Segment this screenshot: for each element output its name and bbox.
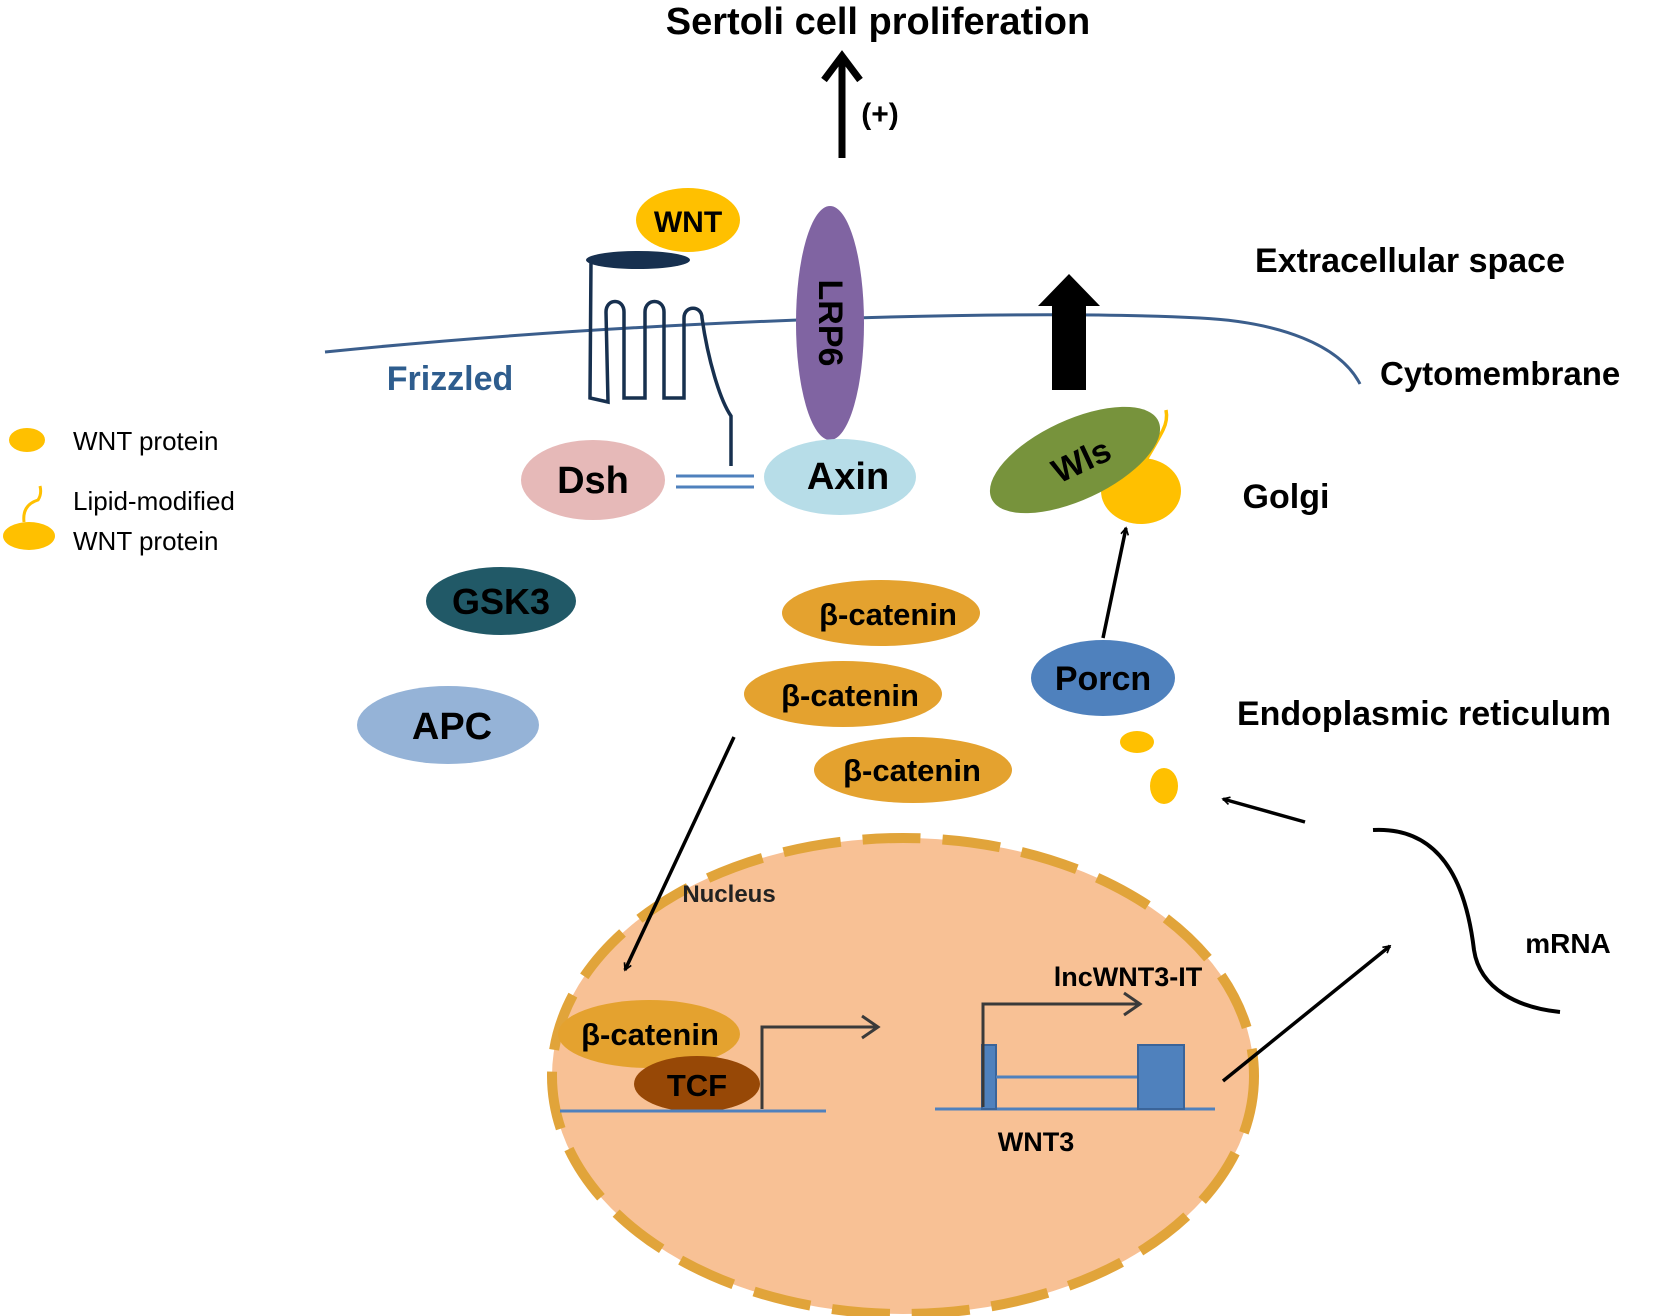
label-mrna: mRNA	[1525, 928, 1611, 959]
wnt-label: WNT	[654, 206, 722, 239]
frizzled-receptor	[586, 251, 733, 466]
proliferation-arrow	[821, 50, 863, 158]
beta-catenin-label-1: β-catenin	[819, 597, 957, 632]
beta-catenin-ellipse-3	[814, 737, 1012, 803]
porcn-ellipse	[1031, 640, 1175, 716]
wnt3-exon-2	[1137, 1044, 1185, 1110]
gsk3-ellipse	[426, 567, 576, 635]
transcription-arrow-left	[760, 1014, 881, 1109]
wnt-protein-dot-2	[1150, 768, 1178, 804]
label-golgi: Golgi	[1243, 478, 1330, 516]
cytomembrane-line	[324, 313, 1362, 385]
legend: WNT protein Lipid-modified WNT protein	[3, 426, 235, 556]
apc-label: APC	[412, 706, 492, 748]
nucleus	[547, 833, 1259, 1316]
nuclear-beta-catenin-ellipse	[558, 1000, 740, 1068]
wnt-protein-dot-1	[1120, 731, 1154, 753]
dsh-label: Dsh	[557, 460, 629, 502]
porcn-to-golgi-arrow	[1101, 528, 1126, 639]
dsh-axin-link	[676, 474, 754, 489]
dsh-ellipse	[521, 440, 665, 520]
mrna-strand	[1372, 827, 1561, 1014]
legend-lipid-label-line2: WNT protein	[73, 526, 218, 556]
legend-wnt-protein-icon	[9, 428, 45, 452]
lrp6-label: LRP6	[811, 280, 849, 367]
mrna-to-er-arrow	[1223, 799, 1306, 824]
frizzled-cap	[586, 251, 690, 269]
transcription-arrow-lncrna	[981, 991, 1143, 1107]
axin-ellipse	[764, 439, 916, 515]
legend-wnt-protein-label: WNT protein	[73, 426, 218, 456]
legend-lipid-label-line1: Lipid-modified	[73, 486, 235, 516]
lrp6-ellipse	[796, 206, 864, 440]
label-extracellular-space: Extracellular space	[1255, 242, 1565, 280]
label-cytomembrane: Cytomembrane	[1380, 355, 1620, 392]
axin-label: Axin	[807, 456, 889, 498]
label-endoplasmic-reticulum: Endoplasmic reticulum	[1237, 695, 1611, 733]
title: Sertoli cell proliferation	[666, 1, 1090, 43]
porcn-label: Porcn	[1055, 660, 1151, 698]
wnt3-gene-label: WNT3	[998, 1127, 1075, 1157]
beta-catenin-label-3: β-catenin	[843, 753, 981, 788]
tcf-label: TCF	[667, 1068, 727, 1103]
tcf-ellipse	[634, 1056, 760, 1112]
nuclear-beta-catenin-label: β-catenin	[581, 1017, 719, 1052]
beta-catenin-ellipse-1	[782, 580, 980, 646]
wls-ellipse	[989, 406, 1161, 514]
beta-catenin-label-2: β-catenin	[781, 678, 919, 713]
secretion-arrow	[1038, 274, 1100, 390]
nucleus-label: Nucleus	[682, 881, 775, 908]
lncwnt3-it-label: lncWNT3-IT	[1054, 962, 1203, 992]
frizzled-label: Frizzled	[387, 360, 514, 398]
gsk3-label: GSK3	[452, 581, 550, 622]
gene-to-mrna-arrow	[1221, 944, 1390, 1083]
apc-ellipse	[357, 686, 539, 764]
catenin-nuclear-import-arrow	[623, 736, 736, 970]
wnt-ellipse	[636, 188, 740, 252]
plus-label: (+)	[861, 98, 899, 131]
beta-catenin-ellipse-2	[744, 661, 942, 727]
legend-lipid-modified-icon	[3, 485, 55, 550]
